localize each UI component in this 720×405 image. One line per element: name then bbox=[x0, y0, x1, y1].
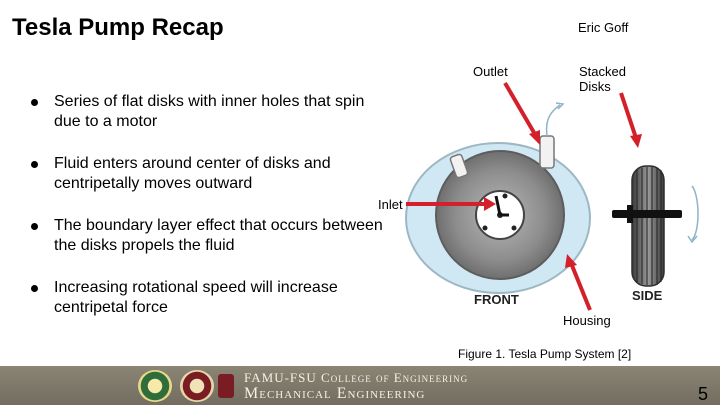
front-label: FRONT bbox=[474, 292, 519, 307]
bullet-item: Series of flat disks with inner holes th… bbox=[30, 92, 390, 132]
bullet-item: Fluid enters around center of disks and … bbox=[30, 154, 390, 194]
pump-front-view bbox=[405, 102, 591, 294]
bullet-item: Increasing rotational speed will increas… bbox=[30, 278, 390, 318]
footer-banner: FAMU-FSU College of Engineering Mechanic… bbox=[0, 366, 720, 405]
housing-label: Housing bbox=[563, 313, 611, 328]
outlet-label: Outlet bbox=[473, 64, 508, 79]
bullet-item: The boundary layer effect that occurs be… bbox=[30, 216, 390, 256]
stacked-disks-label: Stacked Disks bbox=[579, 64, 626, 94]
inlet-label: Inlet bbox=[378, 197, 403, 212]
college-crest-icon bbox=[218, 374, 234, 398]
slide-title: Tesla Pump Recap bbox=[12, 14, 224, 41]
famu-seal-icon bbox=[138, 370, 172, 402]
annotation-arrows bbox=[406, 81, 642, 311]
author-name: Eric Goff bbox=[578, 20, 629, 35]
figure-caption: Figure 1. Tesla Pump System [2] bbox=[458, 347, 632, 361]
side-label: SIDE bbox=[632, 288, 663, 303]
page-number: 5 bbox=[697, 384, 708, 404]
footer-college-name: FAMU-FSU College of Engineering bbox=[244, 370, 469, 385]
fsu-seal-icon bbox=[180, 370, 214, 402]
bullet-list: Series of flat disks with inner holes th… bbox=[30, 92, 390, 340]
footer-department-name: Mechanical Engineering bbox=[244, 385, 426, 402]
pump-side-view bbox=[612, 165, 699, 287]
